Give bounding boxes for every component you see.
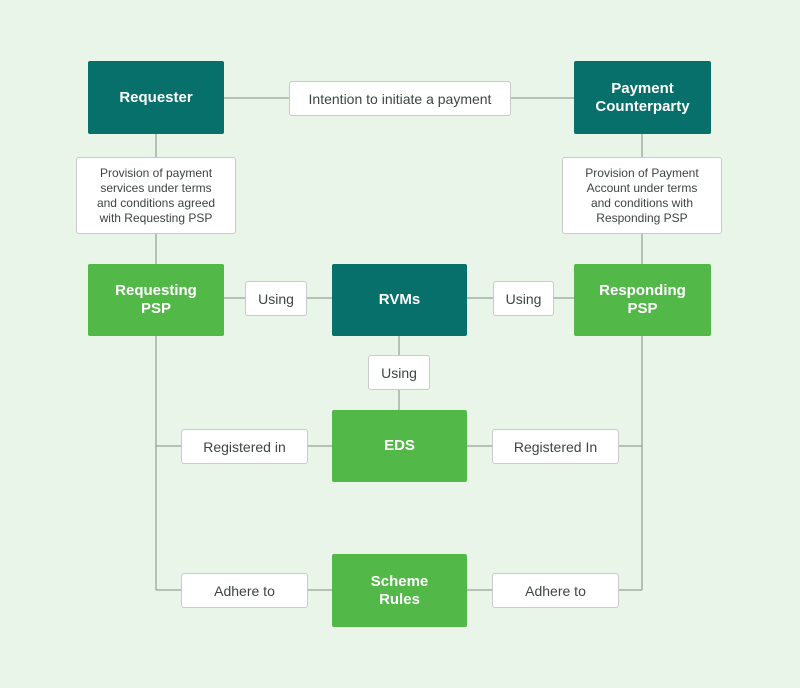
adhere-left-label: Adhere to: [181, 573, 308, 608]
intention-label: Intention to initiate a payment: [289, 81, 511, 116]
requesting-psp-node: Requesting PSP: [88, 264, 224, 336]
provision-left-label: Provision of payment services under term…: [76, 157, 236, 234]
payment-counterparty-node: Payment Counterparty: [574, 61, 711, 134]
registered-left-label: Registered in: [181, 429, 308, 464]
adhere-right-label: Adhere to: [492, 573, 619, 608]
using-bottom-label: Using: [368, 355, 430, 390]
registered-right-label: Registered In: [492, 429, 619, 464]
responding-psp-node: Responding PSP: [574, 264, 711, 336]
eds-node: EDS: [332, 410, 467, 482]
using-left-label: Using: [245, 281, 307, 316]
provision-right-label: Provision of Payment Account under terms…: [562, 157, 722, 234]
using-right-label: Using: [493, 281, 554, 316]
rvms-node: RVMs: [332, 264, 467, 336]
scheme-rules-node: Scheme Rules: [332, 554, 467, 627]
requester-node: Requester: [88, 61, 224, 134]
